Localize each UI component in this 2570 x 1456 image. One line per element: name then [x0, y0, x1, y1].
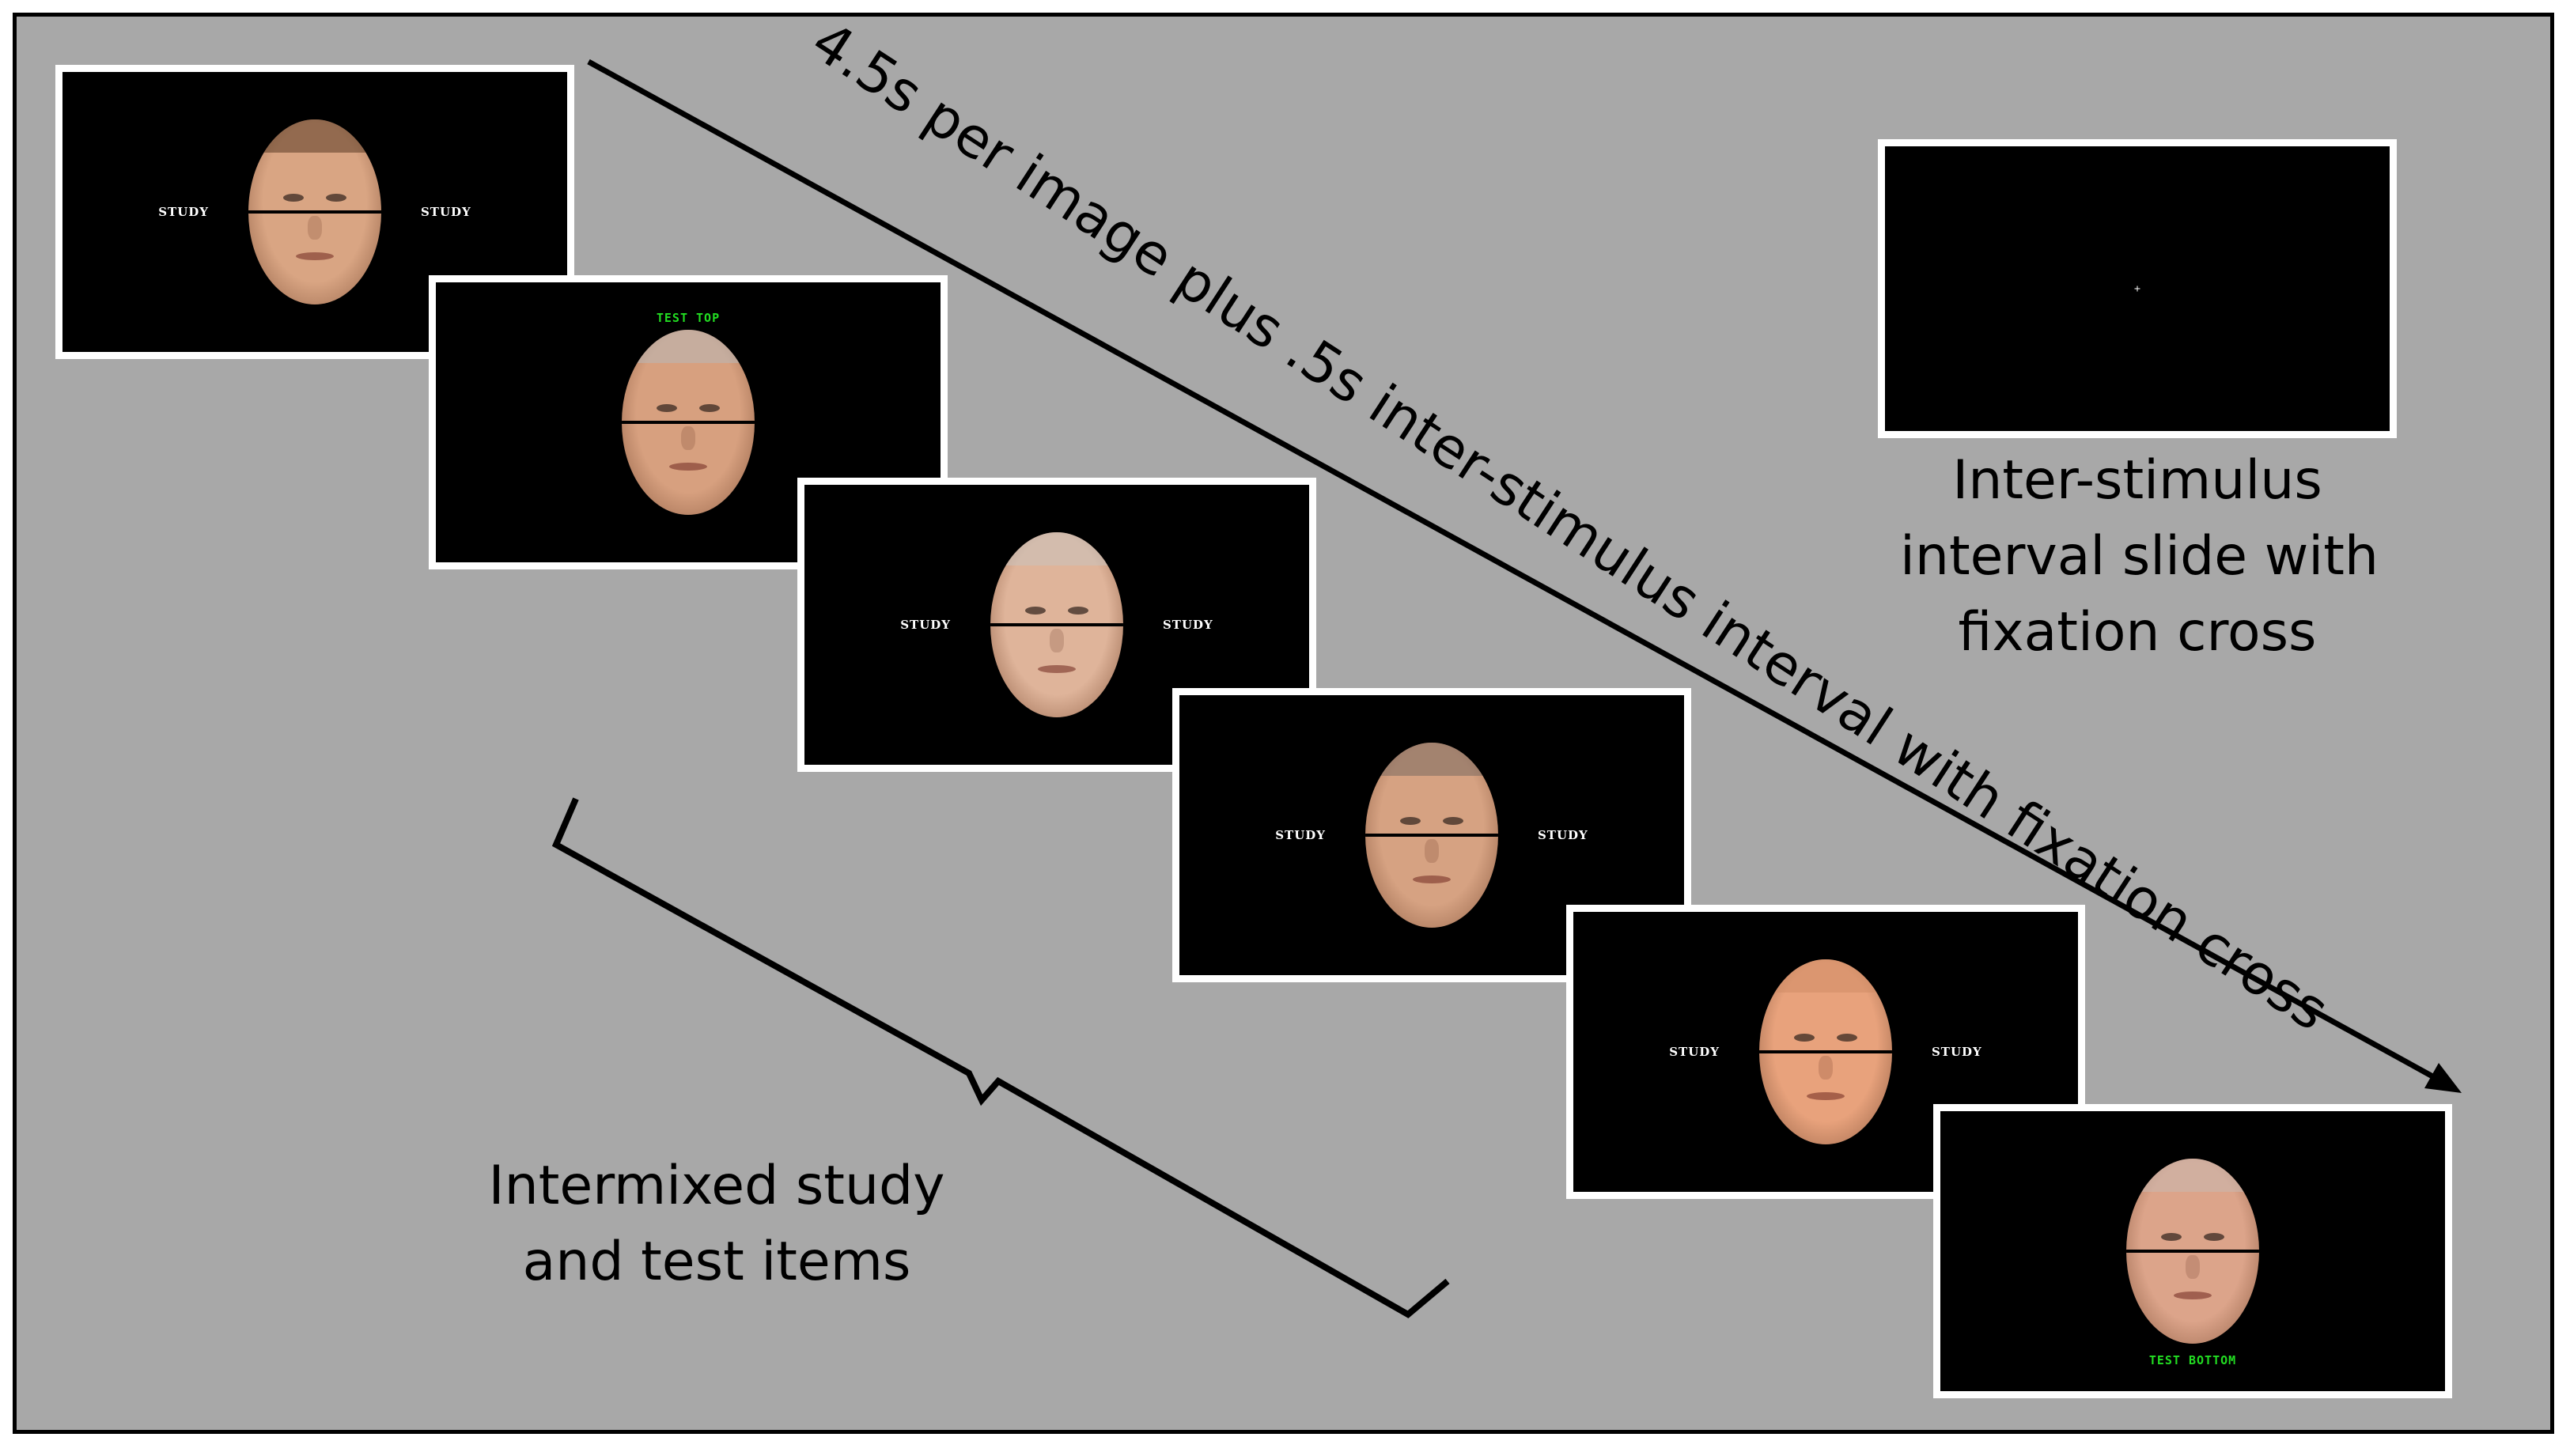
- slide-6: TEST BOTTOM: [1933, 1104, 2452, 1398]
- slide-label-right: STUDY: [1537, 828, 1588, 842]
- face-divider-line: [1365, 834, 1498, 837]
- intermixed-label-line-1: Intermixed study: [488, 1155, 945, 1217]
- face-divider-line: [622, 421, 755, 424]
- face-image: [1759, 959, 1892, 1144]
- slide-label-left: STUDY: [158, 205, 210, 219]
- intermixed-label-line-2: and test items: [522, 1231, 911, 1293]
- isi-label-line-1: Inter-stimulus: [1952, 449, 2322, 512]
- face-divider-line: [990, 623, 1123, 626]
- face-image: [622, 330, 755, 515]
- isi-slide: [1878, 139, 2397, 438]
- intermixed-label: Intermixed study and test items: [479, 1148, 954, 1300]
- isi-label-line-3: fixation cross: [1958, 601, 2317, 664]
- face-divider-line: [2126, 1250, 2259, 1253]
- face-image: [990, 532, 1123, 717]
- slide-label-left: STUDY: [900, 618, 952, 632]
- timeline-arrow-shaft: [587, 59, 2444, 1085]
- face-image: [2126, 1159, 2259, 1344]
- face-image: [1365, 743, 1498, 928]
- timeline-arrowhead: [2424, 1063, 2462, 1093]
- slide-label-right: STUDY: [1931, 1045, 1982, 1059]
- face-divider-line: [1759, 1050, 1892, 1053]
- slide-3: STUDY STUDY: [797, 478, 1316, 772]
- slide-label-right: STUDY: [420, 205, 471, 219]
- fixation-cross-icon: [2134, 286, 2140, 292]
- isi-label-line-2: interval slide with: [1900, 525, 2379, 588]
- slide-label-left: STUDY: [1669, 1045, 1720, 1059]
- slide-label-right: STUDY: [1162, 618, 1213, 632]
- test-top-caption: TEST TOP: [656, 311, 721, 325]
- test-bottom-caption: TEST BOTTOM: [2148, 1353, 2237, 1367]
- isi-label: Inter-stimulus interval slide with fixat…: [1900, 443, 2379, 671]
- face-divider-line: [248, 210, 381, 214]
- slide-label-left: STUDY: [1275, 828, 1327, 842]
- intermixed-bracket: [551, 797, 1450, 1318]
- face-image: [248, 119, 381, 304]
